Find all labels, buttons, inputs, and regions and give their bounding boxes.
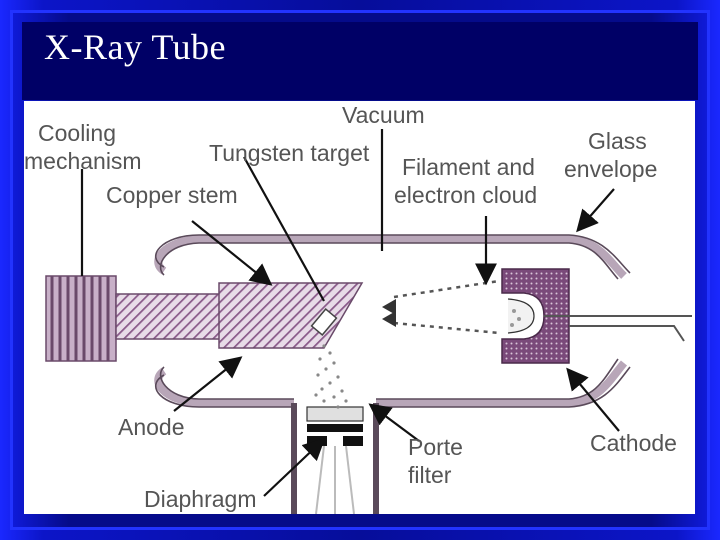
label-cooling-1: Cooling: [38, 120, 116, 146]
label-anode: Anode: [118, 414, 185, 440]
label-copper-stem: Copper stem: [106, 182, 238, 208]
anode-block: [218, 282, 364, 349]
xray-beam: [314, 344, 355, 514]
label-tungsten-target: Tungsten target: [209, 140, 370, 166]
label-glass-2: envelope: [564, 156, 657, 182]
label-cathode: Cathode: [590, 430, 677, 456]
slide-title: X-Ray Tube: [44, 27, 227, 67]
label-filament-2: electron cloud: [394, 182, 537, 208]
xray-tube-diagram: Cooling mechanism Tungsten target Vacuum…: [24, 101, 695, 514]
label-vacuum: Vacuum: [342, 102, 425, 128]
leader-lines: [80, 129, 620, 497]
label-filament-1: Filament and: [402, 154, 535, 180]
cooling-mechanism: [45, 275, 117, 362]
label-cooling-2: mechanism: [24, 148, 142, 174]
electron-stream: [393, 279, 500, 335]
label-diaphragm: Diaphragm: [144, 486, 257, 512]
label-filter: filter: [408, 462, 452, 488]
title-bar: [22, 22, 698, 100]
label-porte: Porte: [408, 434, 463, 460]
tungsten-target: [310, 308, 338, 336]
label-glass-1: Glass: [588, 128, 647, 154]
copper-stem: [115, 293, 227, 340]
cathode-cup: [501, 268, 692, 364]
